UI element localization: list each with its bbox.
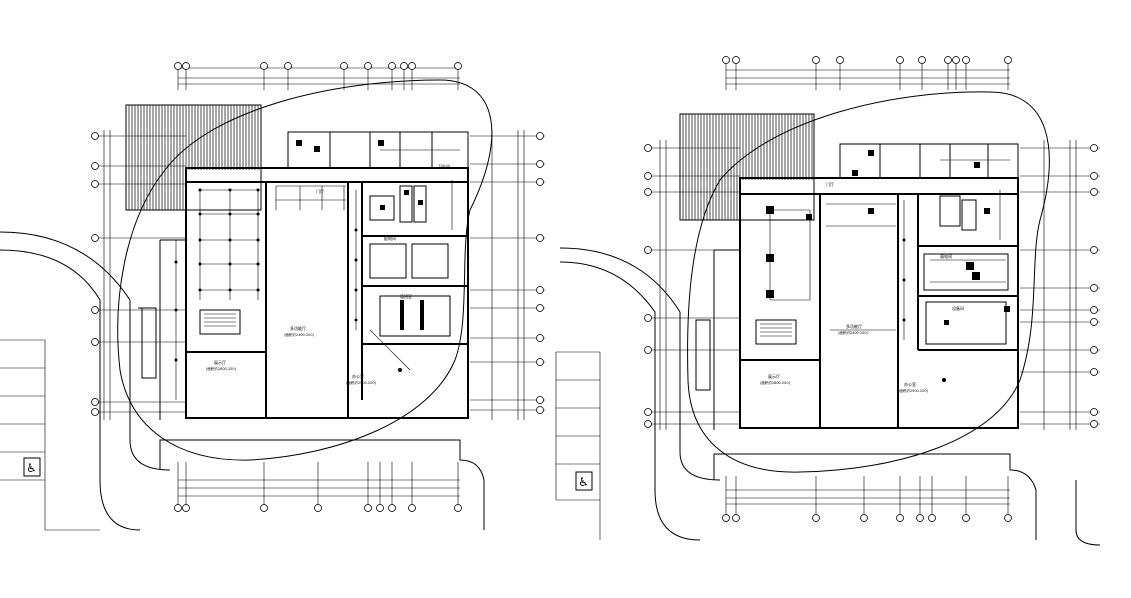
left-equipment — [174, 140, 424, 372]
room-note: (面积约2800.200) — [206, 366, 237, 371]
room-note: (面积约2400.200) — [284, 332, 315, 337]
right-equipment — [766, 150, 1010, 382]
room-note: (面积约2900.200) — [346, 380, 377, 385]
room-label: 办公室 — [352, 373, 364, 379]
left-floor-plan: 门厅 配电间 值班室 卫生间 多功能厅 (面积约2400.200) 展示厅 (面… — [0, 62, 545, 531]
right-building-walls — [695, 143, 1019, 430]
accessible-parking-icon: ♿ — [578, 475, 589, 489]
right-coverage-boundary — [687, 91, 1050, 473]
room-label: 卫生间 — [438, 163, 450, 169]
room-label: 门厅 — [316, 188, 324, 194]
left-side-grid — [91, 130, 186, 420]
left-site-roads — [0, 130, 493, 531]
room-label: 展示厅 — [214, 359, 226, 365]
right-top-dimension — [722, 56, 1012, 90]
left-coverage-boundary — [117, 79, 493, 461]
left-right-side-grid — [470, 130, 545, 420]
right-hatched-roof — [679, 113, 815, 221]
accessible-parking-icon: ♿ — [26, 461, 37, 475]
room-label: 多功能厅 — [290, 325, 306, 331]
left-top-grid-bubbles — [174, 62, 462, 70]
right-room-labels: 门厅 弱电间 设备间 多功能厅 (面积约2400.200) 展示厅 (面积约28… — [760, 181, 964, 393]
left-hatched-roof — [125, 104, 262, 211]
room-label: 弱电间 — [940, 253, 952, 259]
room-label: 办公室 — [904, 381, 916, 387]
room-label: 展示厅 — [768, 373, 780, 379]
right-parking-sign: ♿ — [575, 471, 593, 491]
right-wiring — [769, 159, 1010, 340]
left-building-walls — [138, 131, 469, 420]
left-parking-sign: ♿ — [23, 457, 41, 477]
left-room-labels: 门厅 配电间 值班室 卫生间 多功能厅 (面积约2400.200) 展示厅 (面… — [206, 163, 450, 385]
room-note: (面积约2400.200) — [838, 330, 869, 335]
left-bottom-dimension — [174, 462, 462, 512]
room-label: 设备间 — [952, 305, 964, 311]
right-site-roads — [555, 140, 1101, 546]
right-floor-plan: 门厅 弱电间 设备间 多功能厅 (面积约2400.200) 展示厅 (面积约28… — [555, 56, 1101, 546]
right-plan-right-grid — [1020, 140, 1100, 430]
room-label: 值班室 — [400, 293, 412, 299]
room-label: 门厅 — [826, 181, 834, 187]
room-label: 多功能厅 — [846, 323, 862, 329]
left-top-dimension — [174, 62, 462, 90]
right-bottom-dimension — [722, 476, 1012, 522]
room-note: (面积约2900.200) — [898, 388, 929, 393]
room-label: 配电间 — [384, 235, 396, 241]
room-note: (面积约2800.200) — [760, 380, 791, 385]
